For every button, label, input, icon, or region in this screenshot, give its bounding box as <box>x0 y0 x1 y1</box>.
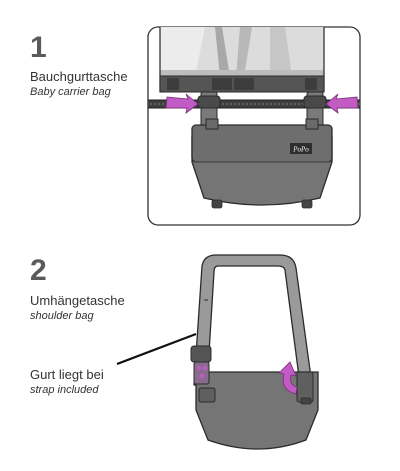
carrier-panel: PoPo <box>147 26 361 226</box>
step2-title: Umhängetasche <box>30 293 125 308</box>
curved-arrow-icon <box>278 361 298 395</box>
shoulder-bag-illustration <box>190 254 319 450</box>
baby-carrier <box>159 27 325 93</box>
belly-bag: PoPo <box>191 118 333 209</box>
attach-arrows <box>165 93 359 114</box>
brand-logo: PoPo <box>292 146 309 154</box>
step-number-1: 1 <box>30 31 47 64</box>
step2-subtitle: shoulder bag <box>30 310 94 322</box>
pointer-line <box>116 332 197 366</box>
arrow-right-icon <box>165 93 199 114</box>
step-number-2: 2 <box>30 254 47 287</box>
step1-title: Bauchgurttasche <box>30 69 128 84</box>
strap-note-subtitle: strap included <box>30 384 99 396</box>
arrow-left-icon <box>325 93 359 114</box>
shoulder-bag <box>195 371 319 450</box>
step1-subtitle: Baby carrier bag <box>30 86 111 98</box>
belt-loops <box>197 91 327 127</box>
strap-note-title: Gurt liegt bei <box>30 367 104 382</box>
